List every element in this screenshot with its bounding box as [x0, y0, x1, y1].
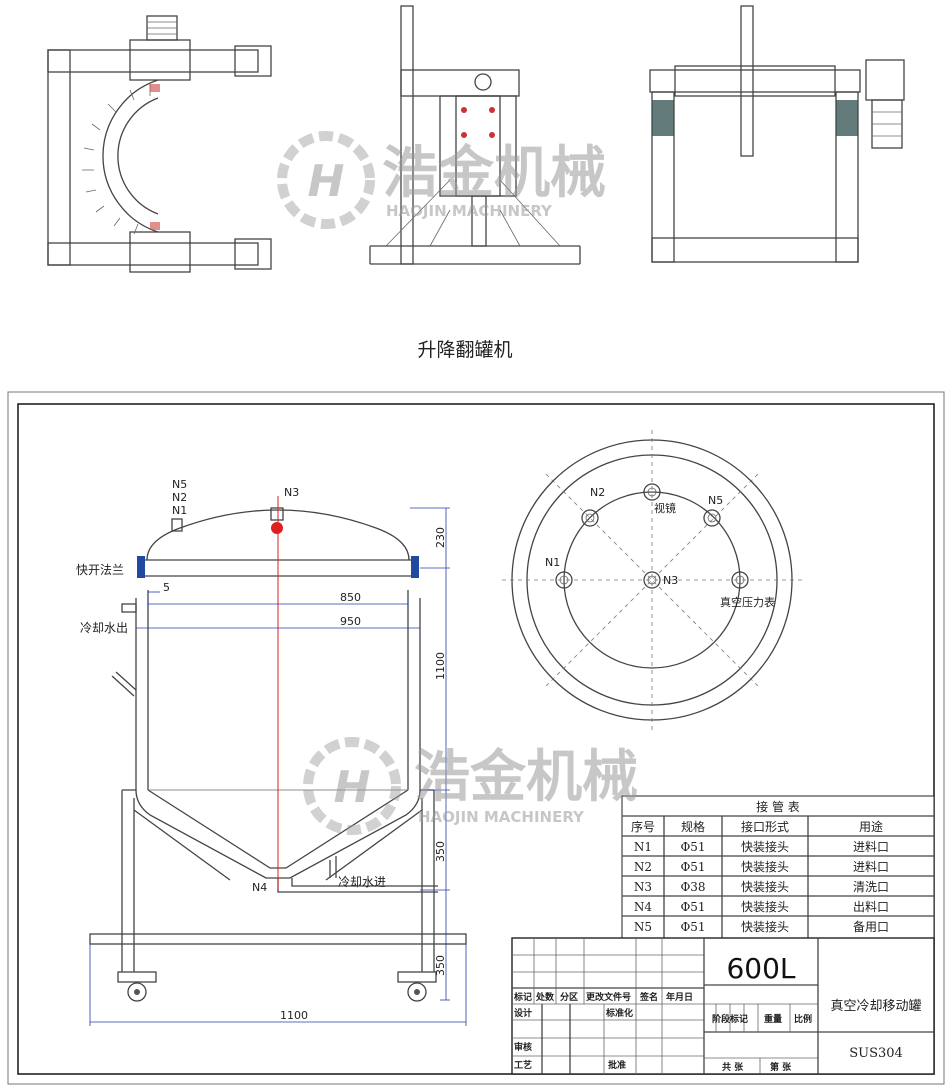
tb-sheets-total: 共 张 — [722, 1061, 744, 1073]
table-cell: 快装接头 — [741, 879, 789, 894]
sheet-outer-border — [7, 391, 945, 1085]
label-flange: 快开法兰 — [76, 563, 124, 577]
tb-std: 标准化 — [605, 1007, 633, 1019]
top-label-gauge: 真空压力表 — [720, 595, 775, 609]
tb-zone: 分区 — [560, 991, 578, 1003]
svg-text:H: H — [308, 156, 345, 207]
tank-top-view — [502, 430, 802, 730]
dim-350-cone: 350 — [434, 841, 447, 862]
table-cell: N2 — [634, 860, 652, 874]
table-cell: Φ38 — [680, 880, 705, 894]
table-cell: N5 — [634, 920, 652, 934]
front-view-dimensions: 850 950 5 230 1100 350 350 1100 — [89, 507, 467, 1026]
th-spec: 规格 — [681, 819, 705, 834]
top-label-n1: N1 — [545, 556, 560, 569]
label-n5: N5 — [172, 478, 187, 491]
label-n2: N2 — [172, 491, 187, 504]
th-type: 接口形式 — [741, 819, 789, 834]
dim-5: 5 — [163, 581, 170, 594]
dim-350-leg: 350 — [434, 955, 447, 976]
table-cell: N1 — [634, 840, 652, 854]
tb-scale: 比例 — [794, 1013, 812, 1025]
top-view-labels: N2 N5 N1 N3 视镜 真空压力表 — [545, 486, 775, 609]
tb-craft: 工艺 — [514, 1059, 532, 1071]
table-cell: 清洗口 — [853, 880, 889, 894]
table-cell: Φ51 — [680, 860, 705, 874]
tb-stage: 阶段标记 — [712, 1013, 748, 1025]
top-cleaning-nozzle — [271, 522, 283, 534]
watermark-cn-top: 浩金机械 — [382, 141, 606, 206]
dim-950: 950 — [340, 615, 361, 628]
top-label-n5: N5 — [708, 494, 723, 507]
table-cell: 备用口 — [853, 920, 889, 934]
material: SUS304 — [849, 1046, 903, 1061]
dim-1100-width: 1100 — [280, 1009, 308, 1022]
table-cell: 进料口 — [853, 840, 889, 854]
pipe-table-title: 接 管 表 — [756, 799, 800, 814]
dim-850: 850 — [340, 591, 361, 604]
table-cell: 快装接头 — [741, 919, 789, 934]
top-label-sight: 视镜 — [654, 501, 676, 515]
tb-count: 处数 — [535, 991, 555, 1003]
tb-date: 年月日 — [666, 991, 693, 1003]
flange-clamp-right — [411, 556, 419, 578]
table-cell: 快装接头 — [741, 859, 789, 874]
flange-clamp-left — [137, 556, 145, 578]
label-n4: N4 — [252, 881, 267, 894]
watermark-cn-bottom: 浩金机械 — [414, 745, 638, 810]
table-cell: 出料口 — [853, 900, 889, 914]
tb-weight: 重量 — [764, 1013, 782, 1025]
tb-mark: 标记 — [513, 991, 532, 1003]
tb-sheet-no: 第 张 — [770, 1061, 792, 1073]
caption: 升降翻罐机 — [417, 339, 512, 361]
capacity: 600L — [726, 952, 795, 985]
dim-1100-height: 1100 — [434, 652, 447, 680]
tb-sign: 签名 — [639, 991, 658, 1003]
table-cell: 快装接头 — [741, 839, 789, 854]
th-no: 序号 — [631, 819, 655, 834]
tank-front-view — [89, 496, 467, 1002]
tb-doc: 更改文件号 — [586, 991, 631, 1003]
label-n1: N1 — [172, 504, 187, 517]
label-cool-in: 冷却水进 — [338, 875, 386, 889]
watermark-top: H 浩金机械 HAOJIN MACHINERY — [277, 131, 606, 229]
tb-design: 设计 — [514, 1007, 532, 1019]
watermark-en-bottom: HAOJIN MACHINERY — [418, 808, 585, 826]
table-cell: Φ51 — [680, 920, 705, 934]
front-view-labels: N5 N2 N1 N3 N4 快开法兰 冷却水出 冷却水进 — [76, 478, 386, 894]
label-cool-out: 冷却水出 — [80, 621, 128, 635]
table-cell: Φ51 — [680, 840, 705, 854]
svg-text:H: H — [334, 762, 371, 813]
tb-approve: 批准 — [608, 1059, 626, 1071]
table-cell: 进料口 — [853, 860, 889, 874]
pipe-table: 接 管 表 序号 规格 接口形式 用途 N1 Φ51 快装接头 进料口 N2 Φ… — [621, 795, 935, 939]
th-use: 用途 — [859, 819, 883, 834]
top-label-n3: N3 — [663, 574, 678, 587]
product-name: 真空冷却移动罐 — [830, 999, 921, 1014]
lift-machine-rear-view — [649, 5, 905, 263]
sheet-inner-border — [17, 403, 935, 1075]
table-cell: 快装接头 — [741, 899, 789, 914]
lift-machine-front-view — [47, 15, 272, 273]
label-n3: N3 — [284, 486, 299, 499]
watermark-bottom: H 浩金机械 HAOJIN MACHINERY — [303, 737, 638, 835]
table-cell: N4 — [634, 900, 653, 914]
tb-check: 审核 — [514, 1041, 532, 1053]
lift-machine-side-view — [369, 5, 581, 265]
table-cell: Φ51 — [680, 900, 705, 914]
title-block: 600L 真空冷却移动罐 SUS304 标记 处数 分区 更改文件号 签名 年月… — [511, 937, 935, 1075]
dim-230: 230 — [434, 527, 447, 548]
watermark-en-top: HAOJIN MACHINERY — [386, 202, 553, 220]
table-cell: N3 — [634, 880, 652, 894]
top-label-n2: N2 — [590, 486, 605, 499]
